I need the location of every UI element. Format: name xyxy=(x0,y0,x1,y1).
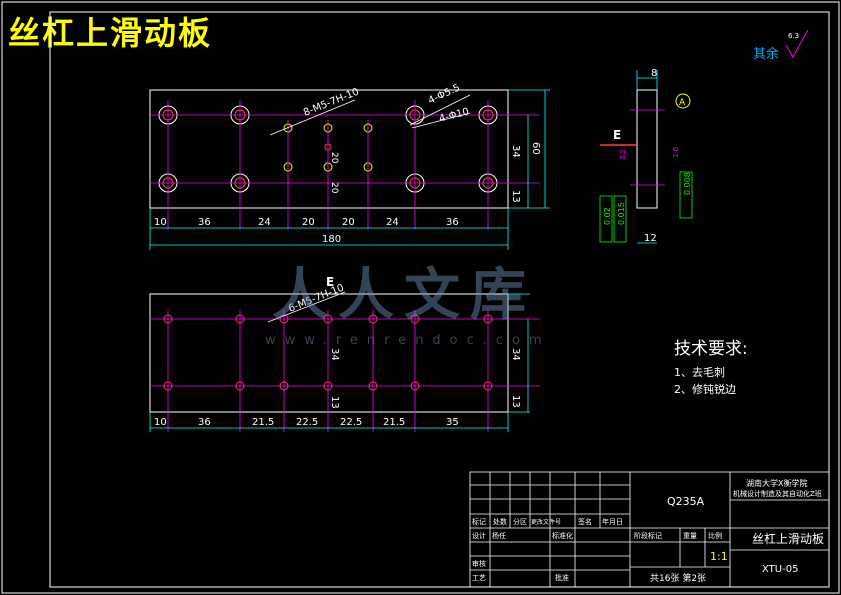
lbl-mark: 标记 xyxy=(472,517,486,526)
bdim-5: 21.5 xyxy=(383,417,405,428)
bdim-i1: 13 xyxy=(329,396,340,409)
watermark: 人人文库 xyxy=(272,263,536,328)
rough-side-1: 3.2 xyxy=(619,149,627,160)
top-view: 8-M5-7H-10 4-Φ5.5 4-Φ10 10 36 24 20 20 2… xyxy=(149,82,550,250)
bdim-1: 36 xyxy=(198,417,211,428)
bottom-center-lines xyxy=(150,310,540,432)
lbl-zone: 分区 xyxy=(513,517,527,526)
tech-item-1: 1、去毛刺 xyxy=(674,366,725,379)
callout-m5: 8-M5-7H-10 xyxy=(302,87,361,119)
datum-circle-icon xyxy=(675,93,691,109)
datum-a: A xyxy=(679,98,686,108)
lbl-scale: 比例 xyxy=(708,531,722,540)
dim-b4: 20 xyxy=(342,217,355,228)
bdim-0: 10 xyxy=(154,417,167,428)
bdim-2: 21.5 xyxy=(252,417,274,428)
bottom-dim-lines xyxy=(149,293,530,432)
dim-r1: 13 xyxy=(510,190,521,203)
scale: 1:1 xyxy=(710,550,728,563)
roughness-symbol-icon xyxy=(785,29,809,59)
dim-lines-bottom xyxy=(149,208,509,250)
lbl-docno: 更改文件号 xyxy=(531,518,561,526)
bdim-i0: 34 xyxy=(329,348,340,361)
lbl-date: 年月日 xyxy=(602,517,623,526)
side-center-lines xyxy=(630,109,665,186)
watermark-url: www.renrendoc.com xyxy=(265,333,551,348)
bdim-6: 35 xyxy=(446,417,459,428)
bottom-view-outline xyxy=(149,293,509,413)
lbl-sign: 签名 xyxy=(578,517,592,526)
drawing-frame xyxy=(49,11,830,588)
tolerance-frames xyxy=(599,171,693,243)
material: Q235A xyxy=(667,495,705,508)
tol-1: 0.02 xyxy=(603,207,612,225)
drawing-number: XTU-05 xyxy=(762,564,798,575)
lbl-qty: 处数 xyxy=(493,517,507,526)
dim-r2: 60 xyxy=(530,142,541,155)
sheets: 共16张 第2张 xyxy=(650,572,706,584)
part-name: 丝杠上滑动板 xyxy=(752,531,824,546)
dim-lines-right xyxy=(508,89,550,209)
bdim-r1: 13 xyxy=(510,395,521,408)
side-view: 8 12 E A 0.008 0.02 0.015 3.2 1.6 xyxy=(599,68,693,244)
bottom-callout-leader xyxy=(267,291,346,323)
dim-b1: 36 xyxy=(198,217,211,228)
tech-heading: 技术要求: xyxy=(674,339,748,359)
lbl-design: 设计 xyxy=(472,531,486,540)
lbl-approve: 批准 xyxy=(555,573,569,582)
dim-b5: 24 xyxy=(386,217,399,228)
dim-inner-1: 20 xyxy=(329,182,339,194)
callout-phi5: 4-Φ5.5 xyxy=(427,82,462,106)
lbl-s1: 杨任 xyxy=(492,531,506,540)
bdim-4: 22.5 xyxy=(340,417,362,428)
dim-inner-0: 20 xyxy=(329,152,339,164)
title-block xyxy=(469,471,830,588)
side-dim-bottom: 12 xyxy=(644,233,657,244)
school-line1: 湖南大学X衡学院 xyxy=(746,478,807,488)
bdim-r0: 34 xyxy=(510,348,521,361)
lbl-std: 标准化 xyxy=(552,531,573,540)
top-view-outline xyxy=(149,89,509,209)
tol-0: 0.008 xyxy=(683,172,692,195)
dim-r0: 34 xyxy=(510,145,521,158)
roughness-value: 6.3 xyxy=(788,32,799,40)
center-lines xyxy=(150,100,540,230)
dim-b2: 24 xyxy=(258,217,271,228)
rough-side-2: 1.6 xyxy=(672,146,680,158)
dim-total: 180 xyxy=(322,234,341,245)
side-dim-lines xyxy=(636,70,658,244)
bottom-section-label: E xyxy=(326,275,334,289)
side-view-outline xyxy=(636,89,658,209)
tol-2: 0.015 xyxy=(617,202,626,225)
lbl-weight: 重量 xyxy=(683,532,697,540)
side-dim-top: 8 xyxy=(651,68,657,79)
drawing-title: 丝杠上滑动板 xyxy=(8,14,213,52)
lbl-review: 审核 xyxy=(472,559,486,568)
dim-b3: 20 xyxy=(302,217,315,228)
section-label-e: E xyxy=(613,128,621,142)
school-line2: 机械设计制造及其自动化Z班 xyxy=(733,489,822,498)
callout-phi10: 4-Φ10 xyxy=(438,106,470,125)
lbl-stage: 阶段标记 xyxy=(634,531,662,540)
lbl-process: 工艺 xyxy=(472,574,486,582)
roughness-label: 其余 xyxy=(753,46,779,62)
bdim-3: 22.5 xyxy=(296,417,318,428)
dim-b0: 10 xyxy=(154,217,167,228)
callout-leaders xyxy=(269,94,471,136)
tech-item-2: 2、修钝锐边 xyxy=(674,382,736,396)
dim-b6: 36 xyxy=(446,217,459,228)
